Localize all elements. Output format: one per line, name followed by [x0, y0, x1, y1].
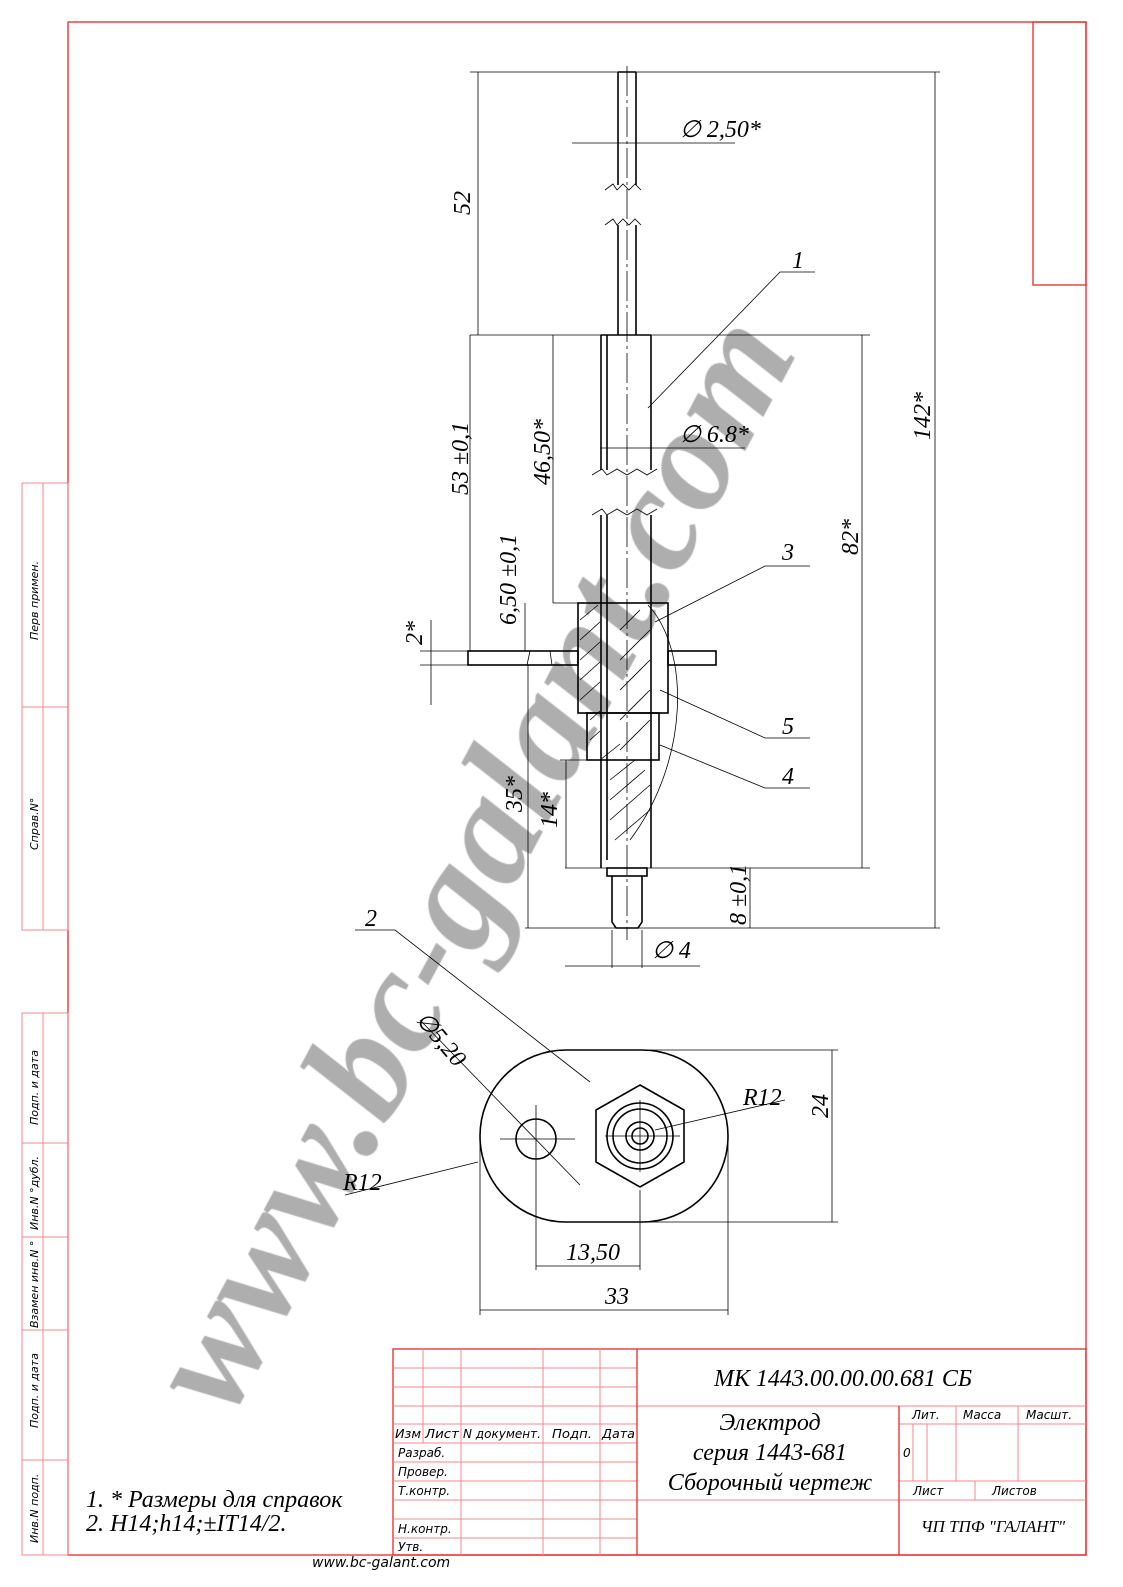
dim-body-diameter: ∅ 6.8*: [680, 422, 749, 448]
dim-wire-length: 52: [450, 191, 476, 215]
lit-value: 0: [903, 1446, 911, 1460]
sheet-label: Лист: [912, 1484, 944, 1498]
dim-flange-offset: 6,50 ±0,1: [496, 534, 522, 625]
col-doc: N документ.: [463, 1427, 541, 1441]
callout-2: 2: [365, 906, 377, 932]
stamp-sprav: Справ.N°: [28, 798, 41, 850]
scale-label: Масшт.: [1026, 1408, 1072, 1422]
part-series: серия 1443-681: [693, 1440, 847, 1466]
dim-wire-diameter: ∅ 2,50*: [680, 117, 761, 143]
note-1: 1. * Размеры для справок: [86, 1487, 343, 1513]
role-utv: Утв.: [398, 1540, 423, 1554]
dim-hole-diameter: ∅5,20: [410, 1007, 470, 1072]
dim-radius-left: R12: [342, 1170, 382, 1196]
col-data: Дата: [601, 1427, 635, 1441]
sheet-frame: [67, 21, 1087, 1556]
drawing-type: Сборочный чертеж: [668, 1470, 872, 1496]
dimension-lines: [355, 71, 940, 1083]
dim-body-length-2: 46,50*: [530, 419, 556, 485]
col-podp: Подп.: [552, 1427, 592, 1441]
dim-flange-thickness: 2*: [402, 621, 428, 645]
stamp-inv-dubl: Инв.N °дубл.: [28, 1156, 41, 1230]
dim-radius-right: R12: [742, 1085, 782, 1111]
dim-length-82: 82*: [838, 519, 864, 555]
callout-4: 4: [782, 764, 794, 790]
sheets-label: Листов: [991, 1484, 1037, 1498]
dim-length-14: 14*: [537, 792, 563, 828]
title-block: [392, 1348, 1087, 1556]
dim-body-length: 53 ±0,1: [448, 422, 474, 495]
role-razrab: Разраб.: [398, 1446, 445, 1460]
stamp-podp-data-1: Подп. и дата: [28, 1050, 41, 1125]
col-list: Лист: [424, 1427, 460, 1441]
stamp-inv-podp: Инв.N подп.: [28, 1474, 41, 1543]
callout-3: 3: [781, 540, 794, 566]
mass-label: Масса: [963, 1408, 1001, 1422]
part-name: Электрод: [719, 1410, 820, 1436]
electrode-top-view: [344, 1019, 838, 1315]
dim-tip-diameter: ∅ 4: [652, 938, 691, 964]
role-tkontr: Т.контр.: [398, 1484, 450, 1498]
electrode-side-view: [467, 66, 717, 940]
stamp-podp-data-2: Подп. и дата: [28, 1353, 41, 1428]
dim-tip-length: 8 ±0,1: [726, 864, 752, 925]
dim-total-length: 142*: [910, 392, 936, 440]
footer-url: www.bc-galant.com: [312, 1555, 450, 1571]
dim-width-33: 33: [604, 1284, 629, 1310]
dim-length-35: 35*: [502, 776, 528, 813]
lit-label: Лит.: [911, 1408, 940, 1422]
callout-5: 5: [782, 714, 794, 740]
dim-height-24: 24: [808, 1094, 834, 1118]
col-izm: Изм: [395, 1427, 421, 1441]
company-name: ЧП ТПФ "ГАЛАНТ": [921, 1517, 1066, 1536]
role-nkontr: Н.контр.: [398, 1522, 452, 1536]
note-2: 2. H14;h14;±IT14/2.: [86, 1511, 287, 1537]
role-prover: Провер.: [398, 1465, 448, 1479]
stamp-perv-primen: Перв примен.: [28, 561, 41, 640]
stamp-vzamen: Взамен инв.N °: [28, 1241, 41, 1328]
document-code: МК 1443.00.00.00.681 СБ: [713, 1366, 972, 1392]
dim-center-distance: 13,50: [566, 1240, 620, 1266]
side-stamp: Перв примен. Справ.N° Подп. и дата Инв.N…: [21, 482, 69, 1556]
callout-1: 1: [792, 248, 804, 274]
